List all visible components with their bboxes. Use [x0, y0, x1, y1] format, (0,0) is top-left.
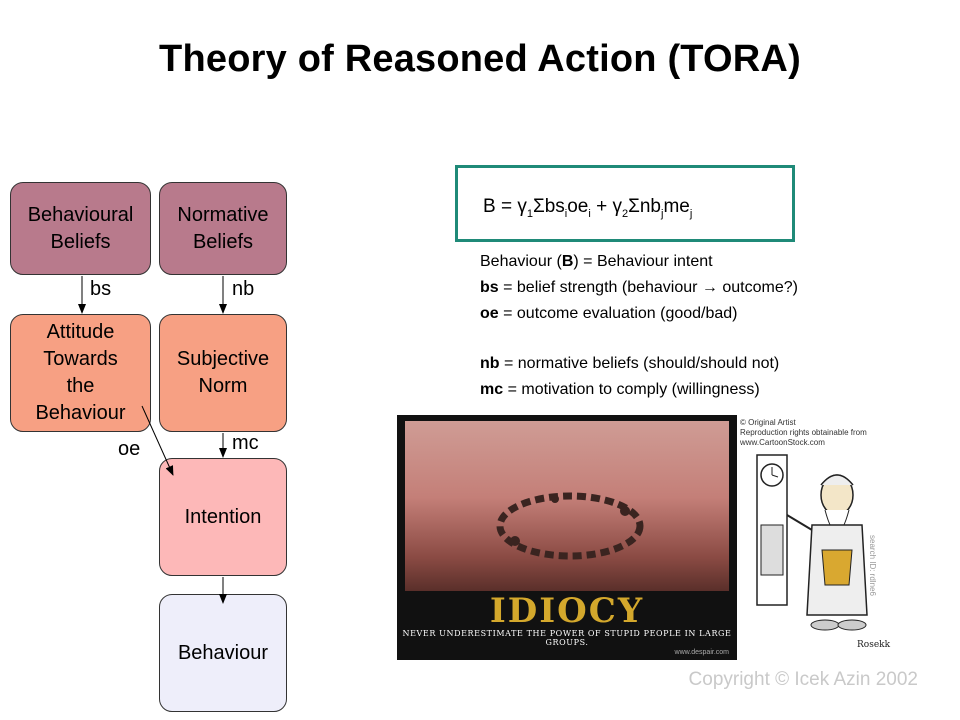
behaviour-node: Behaviour [159, 594, 287, 712]
edge-label-oe: oe [118, 438, 141, 460]
page-title: Theory of Reasoned Action (TORA) [159, 38, 801, 80]
legend-behaviour: Behaviour (B) = Behaviour intent [480, 253, 713, 270]
edge-label-bs: bs [90, 278, 112, 300]
behavioural-beliefs-node: Behavioural Beliefs [10, 182, 151, 275]
cartoon-drawing-icon: Rosekk [756, 454, 891, 650]
legend-mc: mc = motivation to comply (willingness) [480, 381, 760, 398]
intention-node: Intention [159, 458, 287, 576]
poster-tagline: NEVER UNDERESTIMATE THE POWER OF STUPID … [402, 629, 732, 647]
cartoon-credit: © Original Artist Reproduction rights ob… [740, 418, 867, 447]
cartoon-signature: Rosekk [857, 640, 891, 650]
legend-nb: nb = normative beliefs (should/should no… [480, 355, 780, 372]
formula-box: B = γ1Σbsioei + γ2Σnbjmej [455, 165, 795, 242]
copyright-notice: Copyright © Icek Azin 2002 [688, 669, 918, 690]
skydivers-photo [405, 421, 729, 591]
idiocy-poster-image: IDIOCY NEVER UNDERESTIMATE THE POWER OF … [397, 415, 737, 660]
poster-word: IDIOCY [489, 591, 645, 631]
cartoon-image: © Original Artist Reproduction rights ob… [737, 415, 907, 660]
edge-label-nb: nb [232, 278, 255, 300]
subjective-norm-node: Subjective Norm [159, 314, 287, 432]
edge-label-mc: mc [232, 432, 259, 454]
legend-bs: bs = belief strength (behaviour → outcom… [480, 279, 798, 296]
attitude-node: Attitude Towards the Behaviour [10, 314, 151, 432]
skydiver-ring-icon [496, 492, 644, 560]
normative-beliefs-node: Normative Beliefs [159, 182, 287, 275]
legend-oe: oe = outcome evaluation (good/bad) [480, 305, 738, 322]
poster-site: www.despair.com [674, 649, 729, 656]
